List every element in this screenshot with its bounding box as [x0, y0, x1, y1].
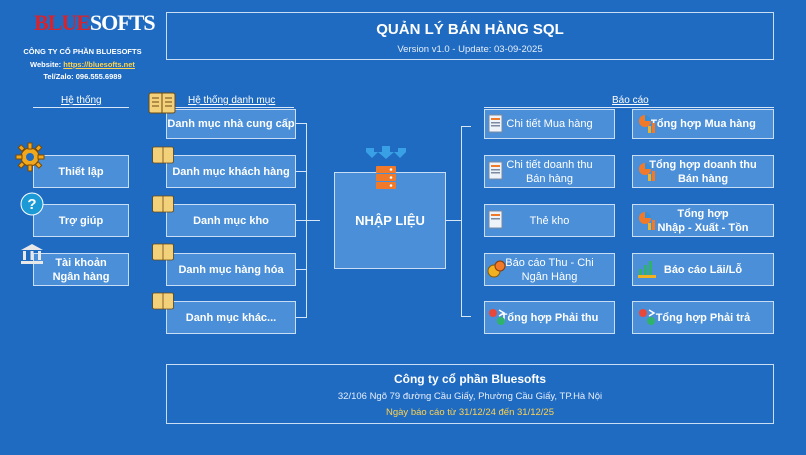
connector: [461, 316, 471, 317]
question-icon: ?: [20, 192, 44, 216]
bank-account-button[interactable]: Tài khoản Ngân hàng: [33, 253, 129, 286]
reports-rule: [484, 107, 774, 108]
connector: [296, 269, 307, 270]
catalog-supplier-button[interactable]: Danh mục nhà cung cấp: [166, 109, 296, 139]
connector: [306, 220, 320, 221]
database-icon: [366, 146, 406, 189]
brand-website: Website: https://bluesofts.net: [30, 60, 135, 69]
section-title-catalog: Hệ thống danh mục: [188, 95, 276, 106]
exchange-icon: [489, 309, 506, 325]
report-bank-cashflow-button[interactable]: Báo cáo Thu - Chi Ngân Hàng: [484, 253, 615, 286]
settings-button[interactable]: Thiết lập: [33, 155, 129, 188]
connector: [461, 126, 462, 316]
document-icon: [488, 210, 503, 229]
book-icon: [152, 243, 174, 261]
book-icon: [152, 292, 174, 310]
book-icon: [152, 146, 174, 164]
gear-icon: [15, 142, 45, 172]
book-icon: [148, 92, 176, 114]
report-sales-summary-button[interactable]: Tổng hợp doanh thu Bán hàng: [632, 155, 774, 188]
connector: [461, 126, 471, 127]
footer-company: Công ty cổ phần Bluesofts: [393, 372, 546, 386]
footer-panel: Công ty cổ phần Bluesofts 32/106 Ngõ 79 …: [166, 364, 774, 424]
document-icon: [488, 114, 503, 133]
svg-text:?: ?: [27, 196, 36, 213]
version-text: Version v1.0 - Update: 03-09-2025: [397, 44, 543, 55]
report-receivable-button[interactable]: Tổng hợp Phải thu: [484, 301, 615, 334]
report-inventory-summary-button[interactable]: Tổng hợp Nhập - Xuất - Tồn: [632, 204, 774, 237]
footer-address: 32/106 Ngõ 79 đường Cầu Giấy, Phường Cầu…: [337, 391, 603, 402]
chart-summary-icon: [639, 115, 655, 133]
footer-report-range[interactable]: Ngày báo cáo từ 31/12/24 đến 31/12/25: [386, 407, 554, 418]
connector: [296, 171, 307, 172]
coins-icon: [487, 260, 506, 278]
report-stock-card-button[interactable]: Thẻ kho: [484, 204, 615, 237]
report-profit-loss-button[interactable]: Báo cáo Lãi/Lỗ: [632, 253, 774, 286]
section-title-system: Hệ thống: [61, 95, 102, 106]
catalog-warehouse-button[interactable]: Danh mục kho: [166, 204, 296, 237]
connector: [296, 220, 307, 221]
connector: [296, 317, 307, 318]
page-title: QUẢN LÝ BÁN HÀNG SQL: [376, 21, 564, 38]
brand-company: CÔNG TY CỔ PHẦN BLUESOFTS: [23, 47, 142, 56]
website-link[interactable]: https://bluesofts.net: [63, 60, 135, 69]
exchange-icon: [639, 309, 656, 325]
connector: [446, 220, 462, 221]
catalog-other-button[interactable]: Danh mục khác...: [166, 301, 296, 334]
header-panel: QUẢN LÝ BÁN HÀNG SQL Version v1.0 - Upda…: [166, 12, 774, 60]
system-rule: [33, 107, 129, 108]
bluesofts-logo: BLUESOFTS: [34, 10, 156, 35]
catalog-product-button[interactable]: Danh mục hàng hóa: [166, 253, 296, 286]
catalog-rule: [166, 107, 294, 108]
section-title-reports: Báo cáo: [612, 95, 649, 106]
report-purchase-detail-button[interactable]: Chi tiết Mua hàng: [484, 109, 615, 139]
profit-icon: [638, 261, 656, 278]
report-payable-button[interactable]: Tổng hợp Phải trả: [632, 301, 774, 334]
chart-summary-icon: [639, 163, 655, 181]
chart-summary-icon: [639, 212, 655, 230]
book-icon: [152, 195, 174, 213]
catalog-customer-button[interactable]: Danh mục khách hàng: [166, 155, 296, 188]
report-sales-detail-button[interactable]: Chi tiết doanh thu Bán hàng: [484, 155, 615, 188]
help-button[interactable]: Trợ giúp: [33, 204, 129, 237]
report-purchase-summary-button[interactable]: Tổng hợp Mua hàng: [632, 109, 774, 139]
connector: [296, 123, 307, 124]
bank-icon: [21, 244, 43, 264]
brand-phone: Tel/Zalo: 096.555.6989: [43, 72, 122, 81]
document-icon: [488, 161, 503, 180]
